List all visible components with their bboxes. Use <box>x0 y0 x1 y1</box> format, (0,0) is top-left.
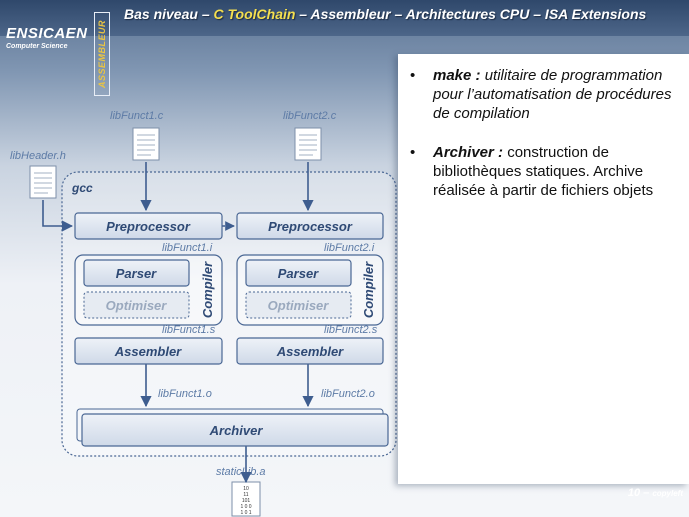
source2-file-icon <box>294 127 322 161</box>
optimiser-1-label: Optimiser <box>106 298 168 313</box>
header-band <box>0 0 689 36</box>
arrow-header-to-preprocessor <box>42 200 74 232</box>
preprocessor-2-label: Preprocessor <box>268 219 353 234</box>
toolchain-diagram: gcc 10 11 <box>10 110 397 517</box>
bullet-desc-archiver: construction de bibliothèques statiques.… <box>433 144 654 199</box>
bullet-desc-make: utilitaire de programmation pour l’autom… <box>433 67 672 122</box>
archiver-box: Archiver <box>76 408 389 447</box>
bullet-list: • make : utilitaire de programmation pour… <box>398 66 689 220</box>
parser-1-box <box>83 259 190 287</box>
parser-2-label: Parser <box>278 266 319 281</box>
parser-1-label: Parser <box>116 266 157 281</box>
bullet-term-archiver: Archiver : <box>433 144 504 161</box>
ensicaen-logo: ENSICAEN Computer Science <box>6 25 88 50</box>
slide-title: Bas niveau – C ToolChain – Assembleur – … <box>124 6 646 22</box>
i2-file-label: libFunct2.i <box>324 242 375 254</box>
bullet-dot: • <box>410 144 416 161</box>
logo-name: ENSICAEN <box>6 25 88 42</box>
assembler-2-box: Assembler <box>236 337 384 365</box>
page-number-sep: – <box>640 487 653 499</box>
o1-file-label: libFunct1.o <box>158 388 212 400</box>
title-prefix: Bas niveau – <box>124 6 214 22</box>
assembler-1-box: Assembler <box>74 337 223 365</box>
compiler-2-group: Parser Optimiser Compiler <box>236 254 384 326</box>
preprocessor-1-label: Preprocessor <box>106 219 191 234</box>
compiler-1-group: Parser Optimiser Compiler <box>74 254 223 326</box>
compiler-1-label: Compiler <box>200 261 215 318</box>
logo-subtitle: Computer Science <box>6 43 68 50</box>
bullet-term-make: make : <box>433 67 481 84</box>
optimiser-2-label: Optimiser <box>268 298 330 313</box>
copyleft-label: copyleft <box>652 489 683 498</box>
preprocessor-1-box: Preprocessor <box>74 212 223 240</box>
optimiser-1-box <box>83 291 190 319</box>
title-suffix: – Assembleur – Architectures CPU – ISA E… <box>295 6 647 22</box>
source1-file-label: libFunct1.c <box>110 110 164 122</box>
source1-file-icon <box>132 127 160 161</box>
parser-2-box <box>245 259 352 287</box>
header-file-icon <box>29 165 57 199</box>
section-label-box: ASSEMBLEUR <box>94 12 110 96</box>
binary-line-5: 1 0 1 <box>240 510 251 516</box>
lib-file-label: staticLib.a <box>216 466 266 478</box>
gcc-label: gcc <box>71 181 93 195</box>
bullet-dot: • <box>410 67 416 84</box>
binary-line-3: 101 <box>242 498 251 504</box>
preprocessor-2-box: Preprocessor <box>236 212 384 240</box>
o2-file-label: libFunct2.o <box>321 388 375 400</box>
bullet-make: • make : utilitaire de programmation pour… <box>398 66 689 123</box>
assembler-2-label: Assembler <box>276 344 344 359</box>
page-number-value: 10 <box>627 487 641 499</box>
bullet-panel: • make : utilitaire de programmation pour… <box>398 54 689 484</box>
i1-file-label: libFunct1.i <box>162 242 213 254</box>
header-file-label: libHeader.h <box>10 150 66 162</box>
source2-file-label: libFunct2.c <box>283 110 337 122</box>
title-highlight: C ToolChain <box>213 6 296 22</box>
assembler-1-label: Assembler <box>114 344 182 359</box>
compiler-2-label: Compiler <box>361 261 376 318</box>
optimiser-2-box <box>245 291 352 319</box>
archiver-label: Archiver <box>209 423 264 438</box>
page-number: 10 – copyleft <box>628 487 683 499</box>
binary-line-1: 10 <box>243 486 249 492</box>
s2-file-label: libFunct2.s <box>324 324 378 336</box>
s1-file-label: libFunct1.s <box>162 324 216 336</box>
binary-line-2: 11 <box>243 492 248 498</box>
binary-file-icon: 10 11 101 1 0 0 1 0 1 <box>231 481 261 517</box>
bullet-archiver: • Archiver : construction de bibliothèque… <box>398 143 689 200</box>
binary-line-4: 1 0 0 <box>240 504 251 510</box>
